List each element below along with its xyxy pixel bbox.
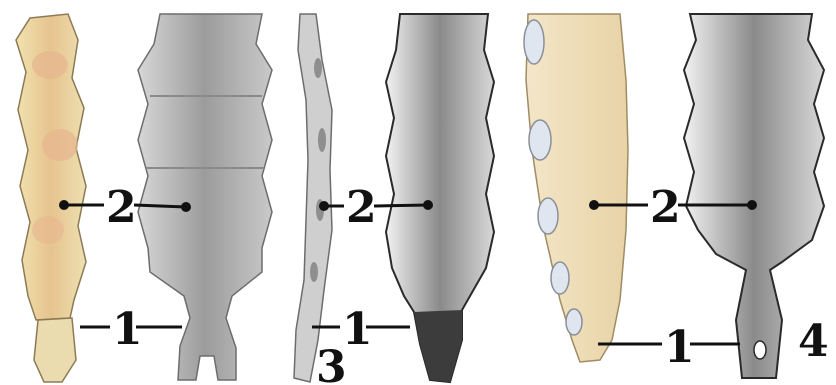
panel-label-4: 4	[798, 316, 829, 367]
label-text: 2	[346, 182, 377, 233]
label-text: 2	[106, 182, 137, 233]
label-text: 2	[650, 182, 681, 233]
sternum-colored-front-view	[16, 14, 86, 382]
label-1-left: 1	[80, 304, 182, 355]
label-1-right: 1	[598, 322, 740, 373]
label-text: 1	[112, 304, 143, 355]
label-text: 1	[664, 322, 695, 373]
sternum-beige-oblique-view	[524, 14, 628, 362]
sternum-grey-front-view	[138, 14, 272, 380]
panel-label-3: 3	[316, 342, 347, 385]
